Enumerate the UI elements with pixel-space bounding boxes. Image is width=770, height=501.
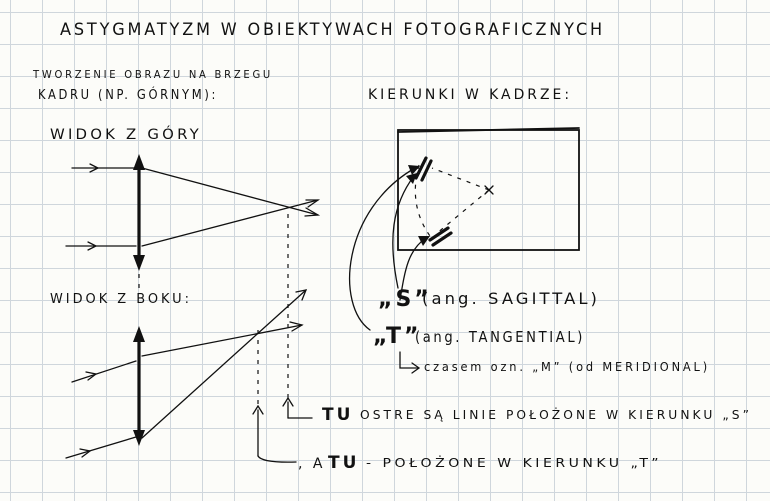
frame-diagram [397,127,580,251]
side-view-label: WIDOK Z BOKU: [50,292,192,307]
side-refracted-ray-2 [141,289,307,439]
side-ray-1-arrowhead [289,321,304,332]
top-refracted-ray-1 [141,167,319,216]
tangential-pointer-curve [349,167,416,331]
top-view-label: WIDOK Z GÓRY [50,125,202,143]
sagittal-letter: „S” [378,287,432,312]
top-refracted-ray-2 [141,199,319,247]
side-lens-arrow-down [133,430,145,446]
sharp-s-bold-word: TU [322,405,353,425]
sagittal-note-pointer-head [282,396,294,407]
tangential-description: (ang. TANGENTIAL) [415,328,585,346]
top-ray-2-arrowhead [305,199,321,208]
sharp-t-prefix: , A [298,456,325,472]
side-incoming-ray-2-arrow [79,448,92,458]
frame-radial-line-2 [431,167,490,191]
tangential-note-pointer-head [252,404,264,415]
page-title: ASTYGMATYZM W OBIEKTYWACH FOTOGRAFICZNYC… [60,20,605,40]
sagittal-line-element-a [414,156,428,180]
top-lens-arrow-up [133,154,145,170]
sharp-t-bold-word: TU [328,453,359,473]
intro-line-1: TWORZENIE OBRAZU NA BRZEGU [32,68,273,81]
meridional-note: czasem ozn. „M” (od MERIDIONAL) [424,360,710,374]
tangential-pointer-head [408,165,420,175]
frame-radial-line [435,189,490,235]
tangential-line-element-b [431,231,453,247]
sharp-t-note: - POŁOŻONE W KIERUNKU „T” [366,455,662,470]
meridional-bracket-arrow [411,362,421,374]
top-ray-1-arrowhead [304,207,321,217]
tangential-line-element-a [428,226,450,242]
sagittal-pointer-head [406,173,417,184]
image-frame-top-edge [397,127,580,133]
side-ray-2-arrowhead [295,289,308,301]
top-lens-arrow-down [133,255,145,271]
side-lens-arrow-up [133,326,145,342]
side-refracted-ray-1 [141,324,303,357]
top-incoming-ray-1-arrow [89,163,100,173]
frame-directions-heading: KIERUNKI W KADRZE: [368,87,572,103]
tangential-letter: „T” [373,324,421,349]
side-incoming-ray-1 [71,360,137,383]
side-incoming-ray-1-arrow [85,371,98,381]
side-incoming-ray-2 [65,436,137,459]
sharp-s-note: OSTRE SĄ LINIE POŁOŻONE W KIERUNKU „S” [360,407,752,422]
top-view-diagram [65,154,321,292]
meridional-bracket [399,351,419,369]
sagittal-line-element-b [420,159,433,182]
intro-line-2: KADRU (NP. GÓRNYM): [38,87,218,103]
sagittal-description: (ang. SAGITTAL) [422,289,600,308]
tangential-element-pointer-head [418,236,430,246]
tangential-note-connector [257,455,297,463]
sagittal-pointer-curve [392,175,415,289]
top-incoming-ray-2-arrow [87,241,98,251]
side-view-diagram [65,289,308,459]
